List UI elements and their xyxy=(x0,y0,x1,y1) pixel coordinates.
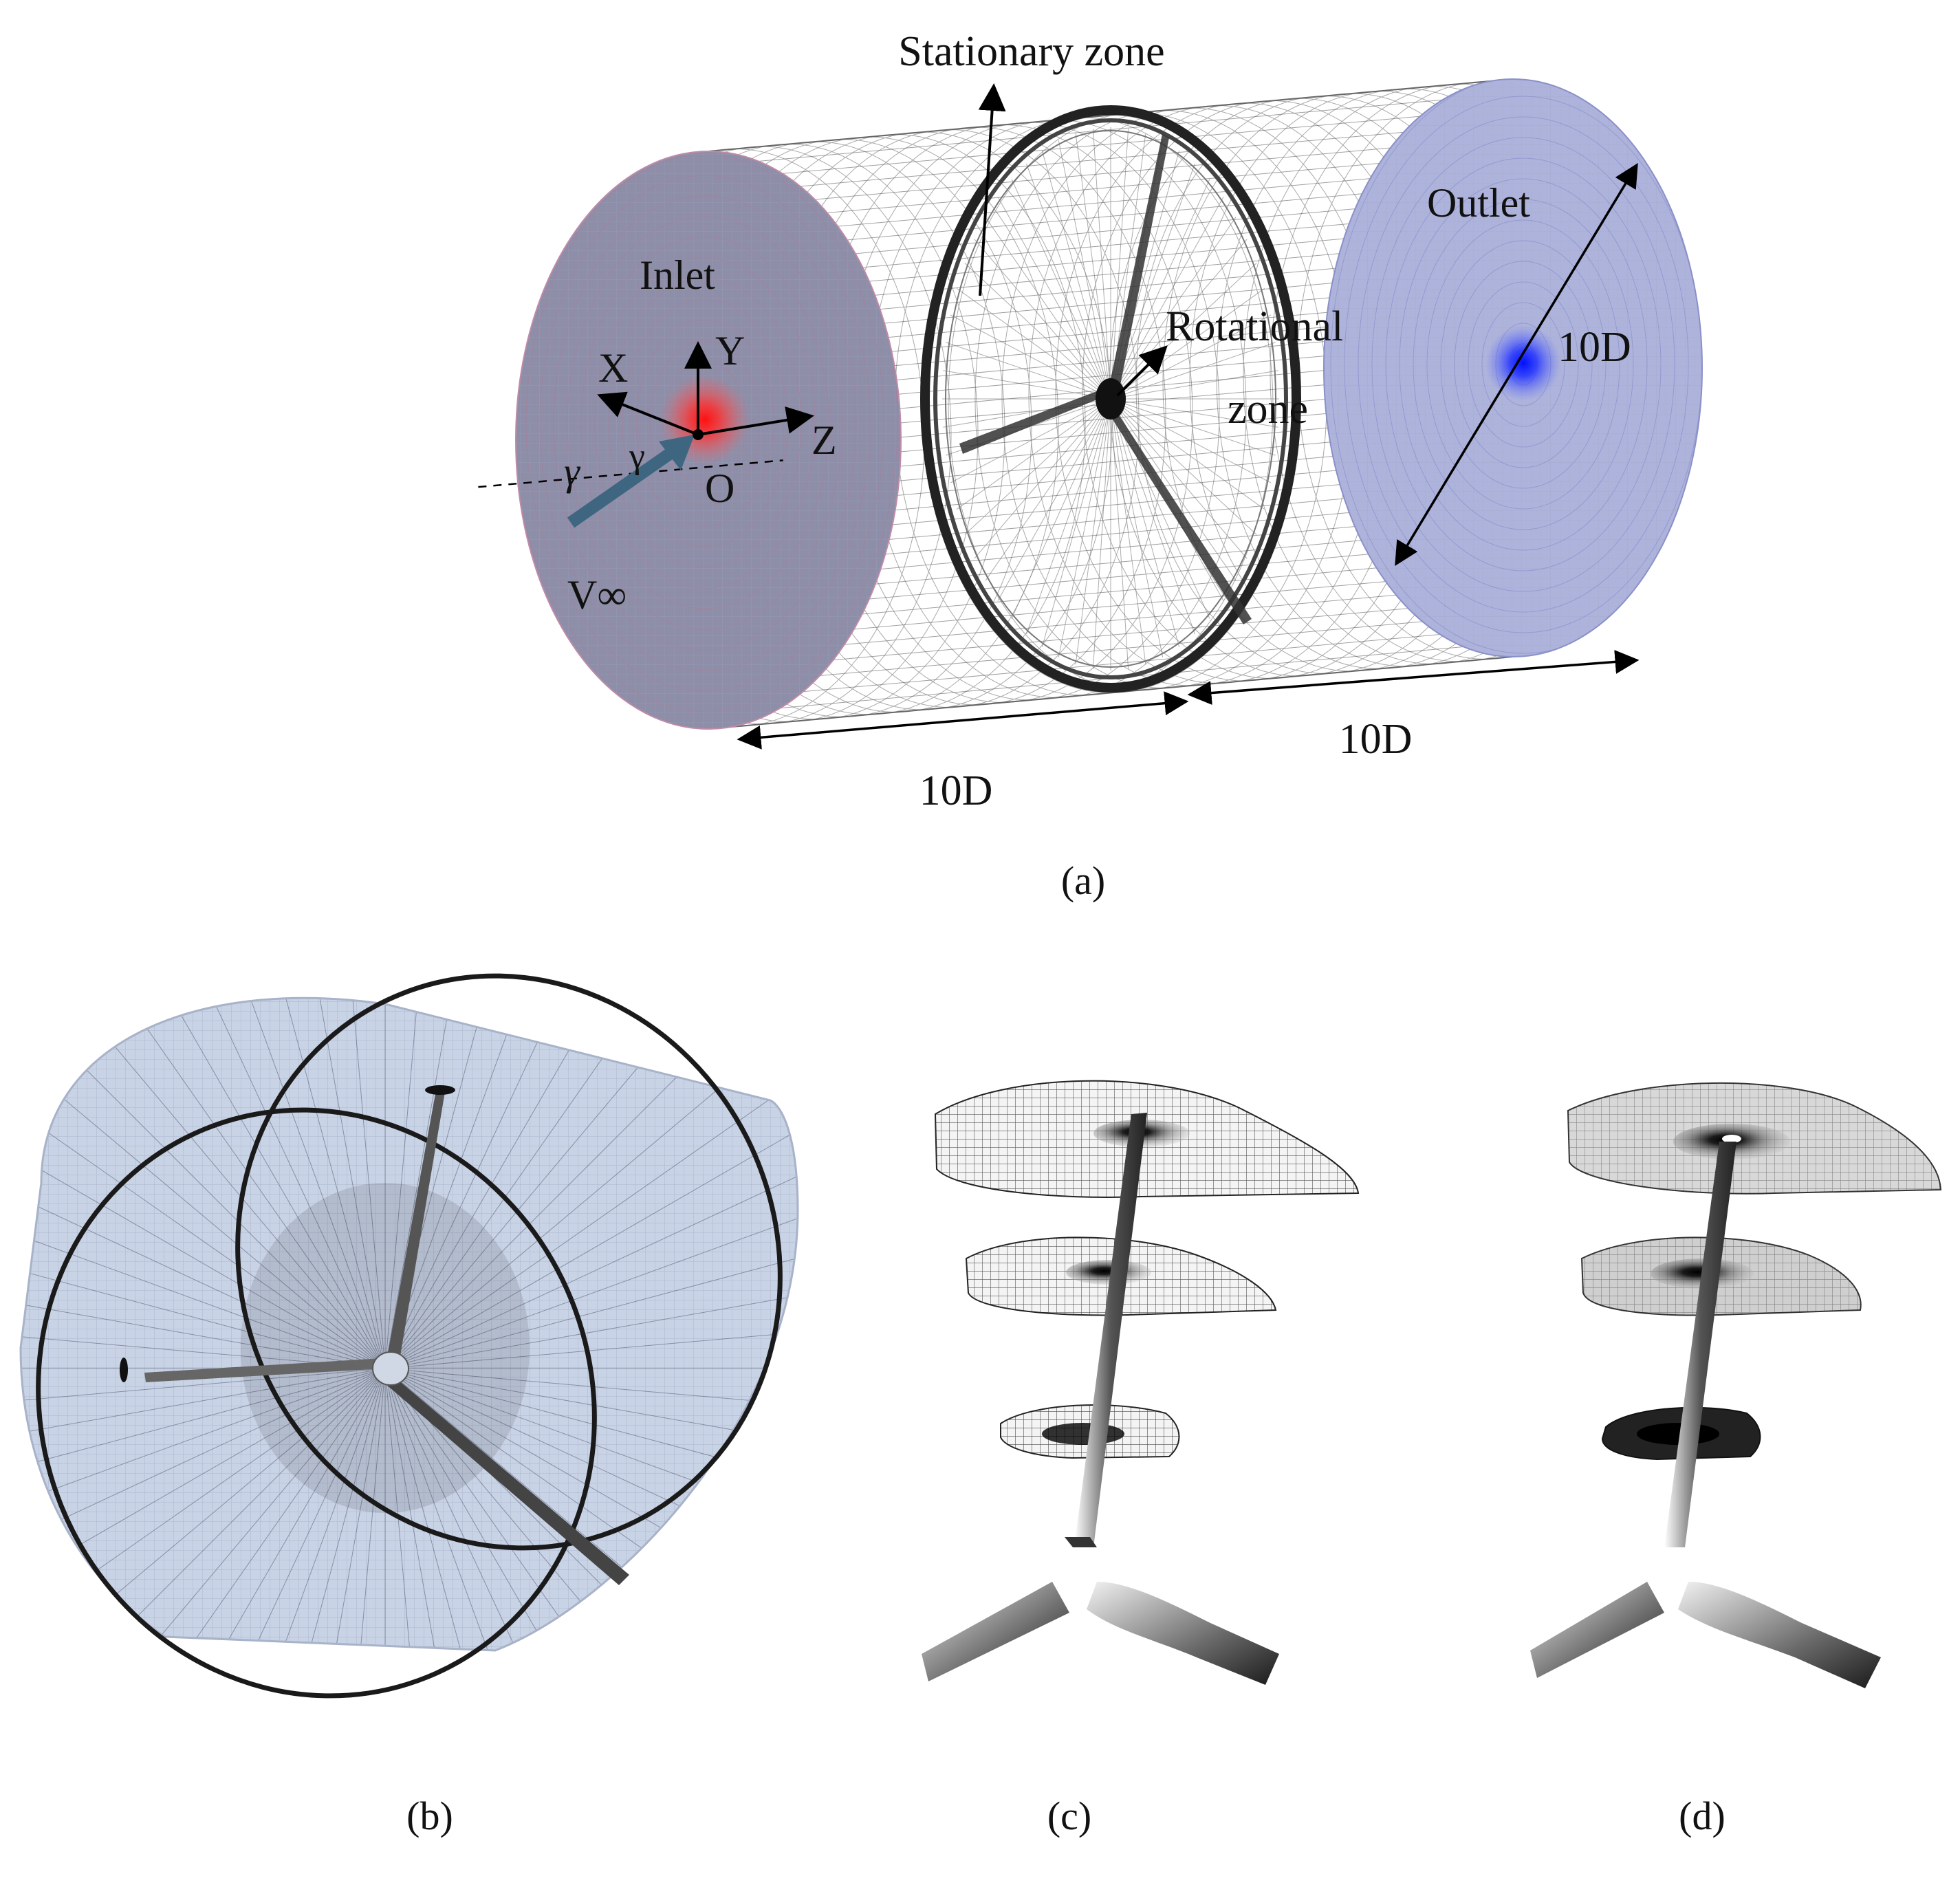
upstream-length-label: 10D xyxy=(919,767,993,814)
rotational-zone-disk xyxy=(920,105,1301,693)
section-d-mid xyxy=(1580,1236,1862,1316)
diameter-label: 10D xyxy=(1558,324,1631,371)
blade-b-1 xyxy=(385,1087,446,1372)
blade-d-left xyxy=(1530,1582,1664,1678)
blade-c-upper xyxy=(1074,1113,1147,1547)
z-axis-label: Z xyxy=(812,417,837,463)
blade-c-left xyxy=(922,1582,1069,1681)
inlet-face xyxy=(515,151,902,730)
outlet-label: Outlet xyxy=(1427,180,1530,226)
rotational-zone-pointer xyxy=(1116,345,1168,397)
v-infinity-label: V∞ xyxy=(567,572,627,618)
blade-tip-mark-2 xyxy=(120,1358,128,1382)
panel-c: (c) xyxy=(922,1080,1360,1838)
panel-b: (b) xyxy=(19,973,799,1838)
blade-tip-mark-1 xyxy=(425,1085,455,1095)
x-axis-arrow xyxy=(597,391,699,436)
hub-b xyxy=(372,1351,409,1386)
section-d-top xyxy=(1567,1082,1942,1195)
z-axis-arrow xyxy=(697,406,814,436)
blade-c-right xyxy=(1087,1582,1279,1685)
blade-b-3 xyxy=(380,1372,629,1585)
rotor-domain-mesh xyxy=(21,998,798,1650)
downstream-length-arrow xyxy=(1187,649,1640,706)
velocity-arrow-head xyxy=(659,435,695,470)
gamma-label-2: γ xyxy=(629,437,645,476)
stationary-zone-label: Stationary zone xyxy=(898,28,1164,75)
gamma-label-1: γ xyxy=(564,449,581,494)
caption-a: (a) xyxy=(1061,858,1105,903)
blade-d-right xyxy=(1678,1582,1881,1688)
rotational-zone-label-line2: zone xyxy=(1228,386,1308,433)
downstream-length-label: 10D xyxy=(1339,716,1413,763)
diameter-dimension-arrow xyxy=(1395,163,1638,566)
back-ring xyxy=(235,973,783,1551)
front-ring xyxy=(36,1107,597,1699)
y-axis-label: Y xyxy=(715,328,745,373)
x-axis-label: X xyxy=(598,345,628,391)
caption-b: (b) xyxy=(406,1794,453,1838)
panel-d: (d) xyxy=(1530,1082,1942,1838)
origin-point xyxy=(693,429,704,440)
velocity-arrow-shaft xyxy=(567,438,688,528)
blade-d-upper xyxy=(1664,1142,1736,1547)
upstream-length-arrow xyxy=(737,691,1189,750)
rotational-zone-label-line1: Rotational xyxy=(1166,303,1343,350)
caption-d: (d) xyxy=(1679,1794,1725,1838)
origin-label: O xyxy=(705,466,734,511)
panel-a: Stationary zone Inlet Outlet Rotational … xyxy=(478,28,1703,903)
section-c-top xyxy=(934,1080,1360,1198)
caption-c: (c) xyxy=(1047,1794,1091,1838)
stationary-zone-pointer xyxy=(978,83,1006,296)
blade-b-2 xyxy=(144,1358,385,1382)
inlet-label: Inlet xyxy=(640,252,715,298)
